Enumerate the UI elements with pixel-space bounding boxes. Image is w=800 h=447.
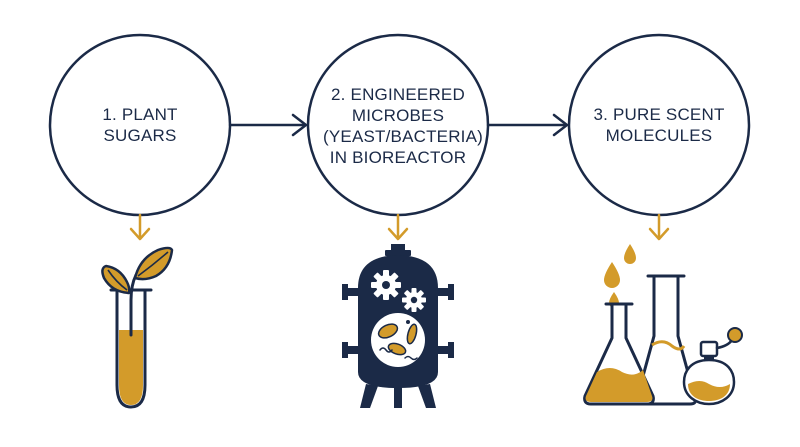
step-3-label: 3. PURE SCENT MOLECULES [593,105,725,145]
bioreactor-icon [342,244,454,408]
flasks-perfume-icon [583,244,743,406]
down-arrow-1 [129,213,151,241]
gear-small-icon [402,288,426,312]
arrow-2-to-3 [486,113,569,137]
gear-icon [371,270,401,300]
down-arrow-3 [648,213,670,241]
step-2-label: 2. ENGINEERED MICROBES (YEAST/BACTERIA) … [323,85,484,167]
arrow-1-to-2 [228,113,308,137]
step-1-label: 1. PLANT SUGARS [102,105,178,145]
down-arrow-2 [387,213,409,241]
microbe-icon [377,320,418,361]
seedling-test-tube-icon [101,246,174,409]
